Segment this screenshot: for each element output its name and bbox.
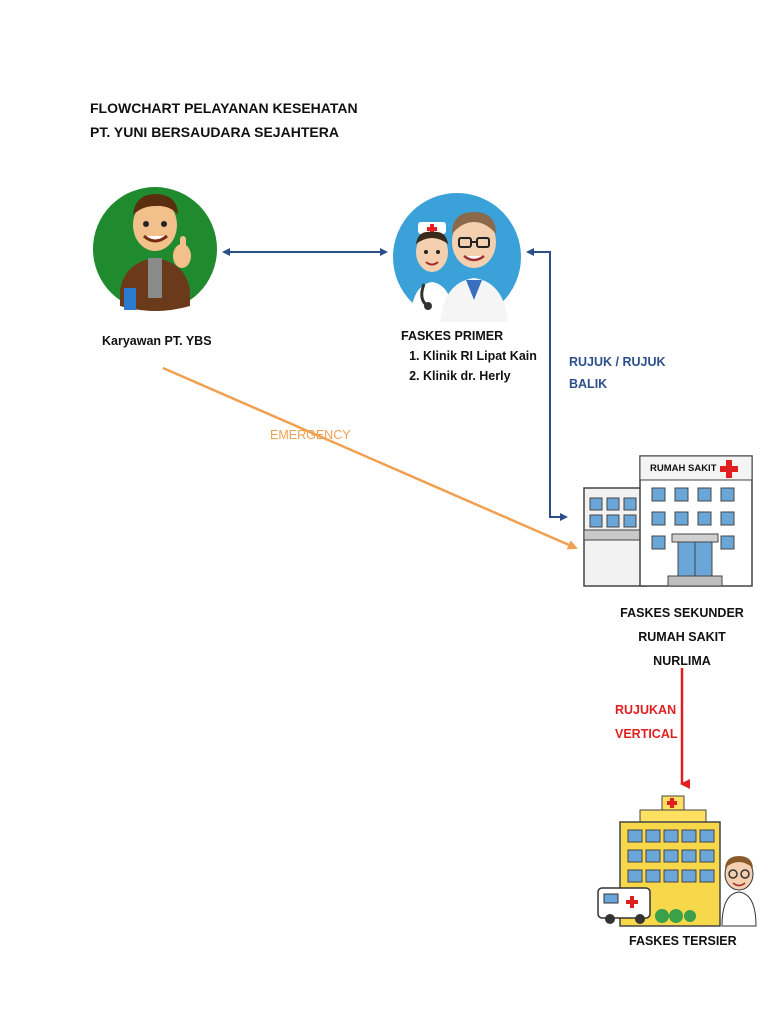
title-line-1: FLOWCHART PELAYANAN KESEHATAN	[90, 100, 358, 116]
tertiary-hospital-icon	[592, 786, 762, 928]
tertiary-label: FASKES TERSIER	[629, 934, 737, 948]
primary-label: FASKES PRIMER	[401, 329, 504, 343]
emergency-link	[162, 366, 578, 550]
clinic-item-2: Klinik dr. Herly	[423, 366, 537, 386]
page-title: FLOWCHART PELAYANAN KESEHATAN PT. YUNI B…	[90, 96, 358, 144]
hospital-sign: RUMAH SAKIT	[650, 463, 717, 474]
vertical-label-line-2: VERTICAL	[615, 727, 678, 741]
vertical-label-line-1: RUJUKAN	[615, 703, 677, 717]
primary-label-block: FASKES PRIMER Klinik RI Lipat Kain Klini…	[401, 326, 537, 386]
referral-link	[526, 248, 568, 521]
vertical-referral-label: RUJUKAN VERTICAL	[615, 698, 678, 746]
secondary-label-line-1: FASKES SEKUNDER	[620, 606, 744, 620]
referral-label-line-2: BALIK	[569, 377, 608, 391]
clinic-item-1: Klinik RI Lipat Kain	[423, 346, 537, 366]
secondary-label-line-3: NURLIMA	[653, 654, 711, 668]
emergency-label: EMERGENCY	[270, 428, 351, 442]
employee-label: Karyawan PT. YBS	[102, 334, 212, 348]
primary-clinic-list: Klinik RI Lipat Kain Klinik dr. Herly	[401, 346, 537, 386]
referral-label: RUJUK / RUJUK BALIK	[569, 351, 666, 395]
employee-avatar-icon	[93, 187, 217, 311]
title-line-2: PT. YUNI BERSAUDARA SEJAHTERA	[90, 124, 339, 140]
secondary-label: FASKES SEKUNDER RUMAH SAKIT NURLIMA	[612, 601, 752, 673]
hospital-building-icon	[583, 455, 753, 587]
referral-label-line-1: RUJUK / RUJUK	[569, 355, 666, 369]
secondary-label-line-2: RUMAH SAKIT	[638, 630, 726, 644]
doctors-avatar-icon	[393, 193, 521, 322]
